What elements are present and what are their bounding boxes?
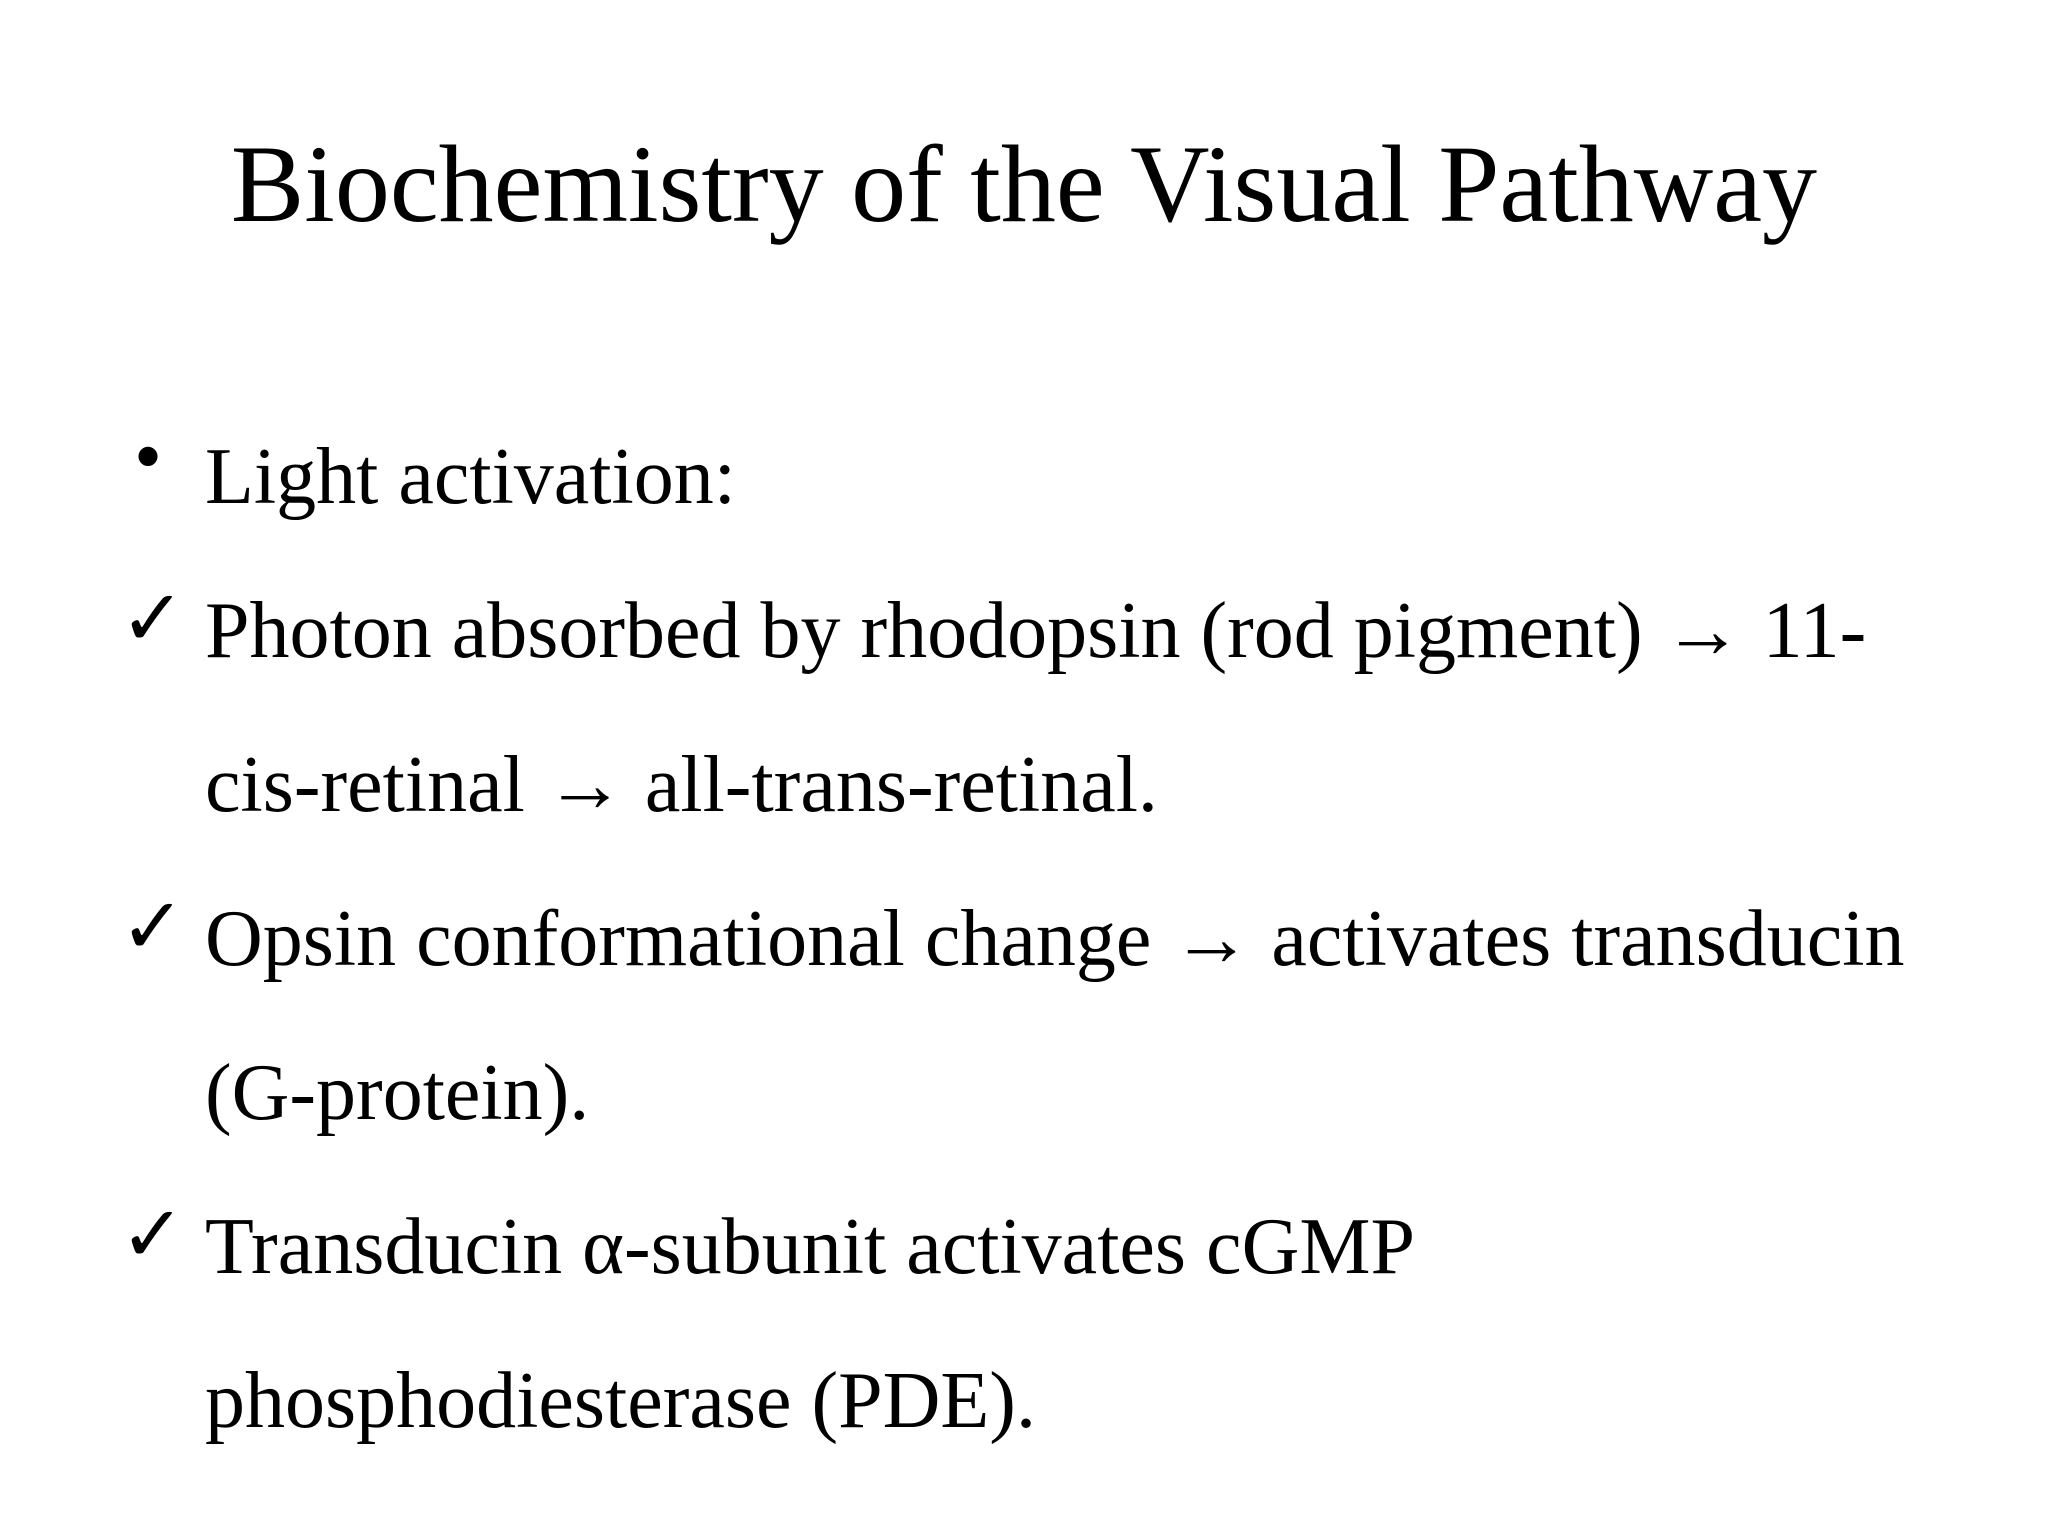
bullet-text: Light activation: bbox=[205, 433, 736, 521]
list-item: ✓Photon absorbed by rhodopsin (rod pigme… bbox=[118, 554, 1930, 862]
bullet-dot-icon: • bbox=[134, 413, 163, 501]
checkmark-icon: ✓ bbox=[120, 1190, 186, 1280]
bullet-list: •Light activation:✓Photon absorbed by rh… bbox=[118, 400, 1930, 1478]
slide-title: Biochemistry of the Visual Pathway bbox=[230, 123, 1818, 245]
list-item: • Light activation: bbox=[118, 400, 1930, 554]
checkmark-icon: ✓ bbox=[120, 882, 186, 972]
checkmark-icon: ✓ bbox=[120, 574, 186, 664]
bullet-text: Opsin conformational change → activates … bbox=[205, 895, 1905, 1137]
list-item: ✓Transducin α-subunit activates cGMP pho… bbox=[118, 1170, 1930, 1478]
bullet-text: Transducin α-subunit activates cGMP phos… bbox=[205, 1203, 1412, 1445]
list-item: ✓Opsin conformational change → activates… bbox=[118, 862, 1930, 1170]
bullet-text: Photon absorbed by rhodopsin (rod pigmen… bbox=[205, 587, 1867, 829]
